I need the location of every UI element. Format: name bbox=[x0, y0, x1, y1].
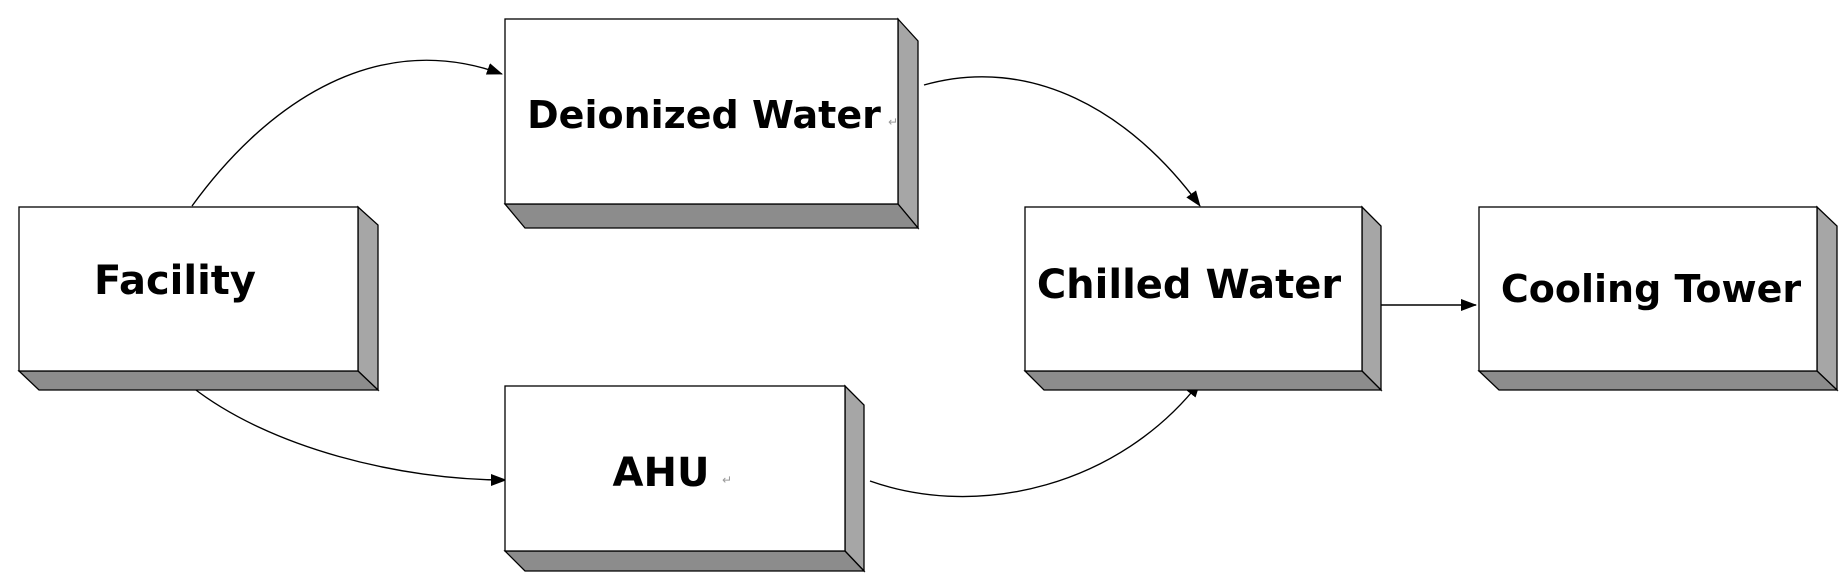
node-label: Chilled Water bbox=[1037, 262, 1342, 308]
node-label: Deionized Water bbox=[527, 93, 881, 137]
box-bottom bbox=[1477, 370, 1839, 391]
box-bottom bbox=[17, 370, 380, 391]
box-side bbox=[1361, 205, 1382, 392]
box-face bbox=[1024, 206, 1363, 372]
node-label: AHU bbox=[613, 450, 710, 496]
node-cooling-tower: Cooling Tower bbox=[1477, 205, 1839, 392]
box-face bbox=[504, 18, 899, 205]
box-bottom bbox=[503, 203, 920, 229]
node-deionized-water: Deionized Water ↵ bbox=[503, 17, 920, 230]
box-face bbox=[18, 206, 359, 372]
box-face bbox=[1478, 206, 1818, 372]
node-ahu: AHU ↵ bbox=[503, 384, 866, 573]
node-chilled-water: Chilled Water bbox=[1023, 205, 1383, 392]
box-side bbox=[1816, 205, 1838, 392]
box-bottom bbox=[503, 550, 866, 572]
paragraph-mark: ↵ bbox=[722, 473, 732, 487]
box-side bbox=[844, 384, 865, 573]
edge-deionized-water-to-chilled-water bbox=[923, 76, 1201, 207]
edges bbox=[191, 59, 1477, 498]
box-side bbox=[897, 17, 919, 230]
node-label: Cooling Tower bbox=[1501, 267, 1801, 311]
edge-ahu-to-chilled-water bbox=[869, 381, 1201, 498]
edge-facility-to-deionized-water bbox=[191, 59, 503, 207]
node-facility: Facility bbox=[17, 205, 380, 392]
box-face bbox=[504, 385, 846, 552]
box-side bbox=[357, 205, 379, 392]
box-bottom bbox=[1023, 370, 1383, 391]
edge-facility-to-ahu bbox=[191, 386, 507, 486]
node-label: Facility bbox=[94, 258, 256, 304]
paragraph-mark: ↵ bbox=[888, 115, 898, 129]
